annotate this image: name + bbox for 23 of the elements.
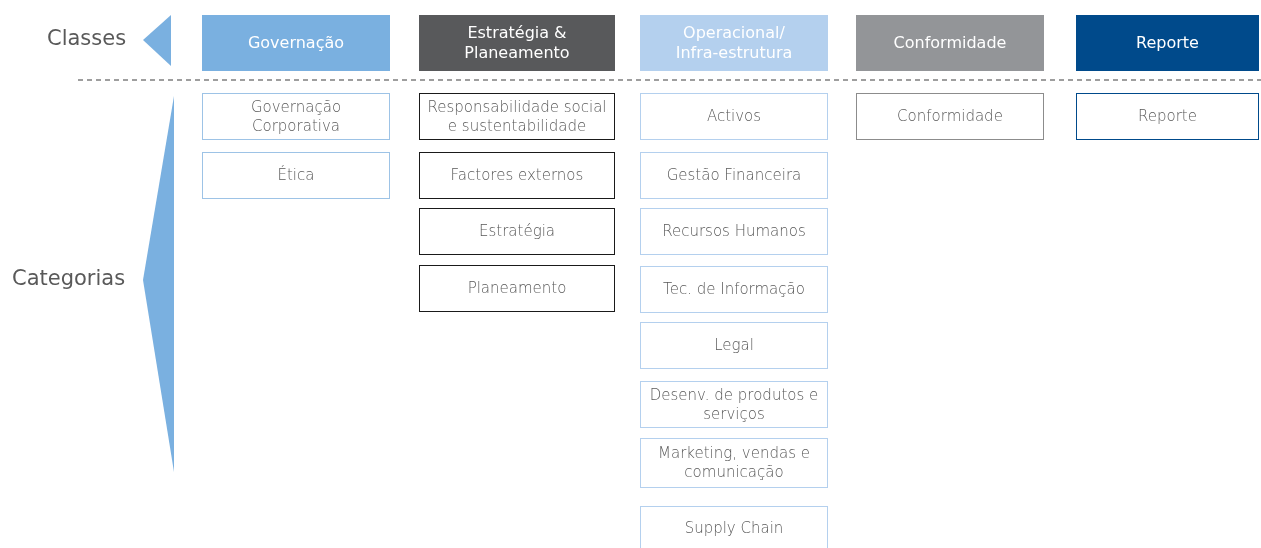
category-box: Marketing, vendas e comunicação — [640, 438, 828, 488]
category-box: Activos — [640, 93, 828, 140]
class-header-box: Operacional/ Infra-estrutura — [640, 15, 828, 71]
category-box: Desenv. de produtos e serviços — [640, 381, 828, 428]
category-box: Tec. de Informação — [640, 266, 828, 313]
category-box: Responsabilidade social e sustentabilidade — [419, 93, 615, 140]
class-header-box: Conformidade — [856, 15, 1044, 71]
category-box: Gestão Financeira — [640, 152, 828, 199]
category-box: Reporte — [1076, 93, 1259, 140]
category-box: Legal — [640, 322, 828, 369]
row-label: Classes — [47, 26, 127, 50]
category-box: Planeamento — [419, 265, 615, 312]
category-box: Governação Corporativa — [202, 93, 390, 140]
category-box: Ética — [202, 152, 390, 199]
category-box: Supply Chain — [640, 506, 828, 548]
class-header-box: Estratégia & Planeamento — [419, 15, 615, 71]
category-box: Recursos Humanos — [640, 208, 828, 255]
class-header-box: Governação — [202, 15, 390, 71]
class-header-box: Reporte — [1076, 15, 1259, 71]
category-box: Conformidade — [856, 93, 1044, 140]
category-box: Estratégia — [419, 208, 615, 255]
category-box: Factores externos — [419, 152, 615, 199]
row-label: Categorias — [12, 266, 126, 290]
